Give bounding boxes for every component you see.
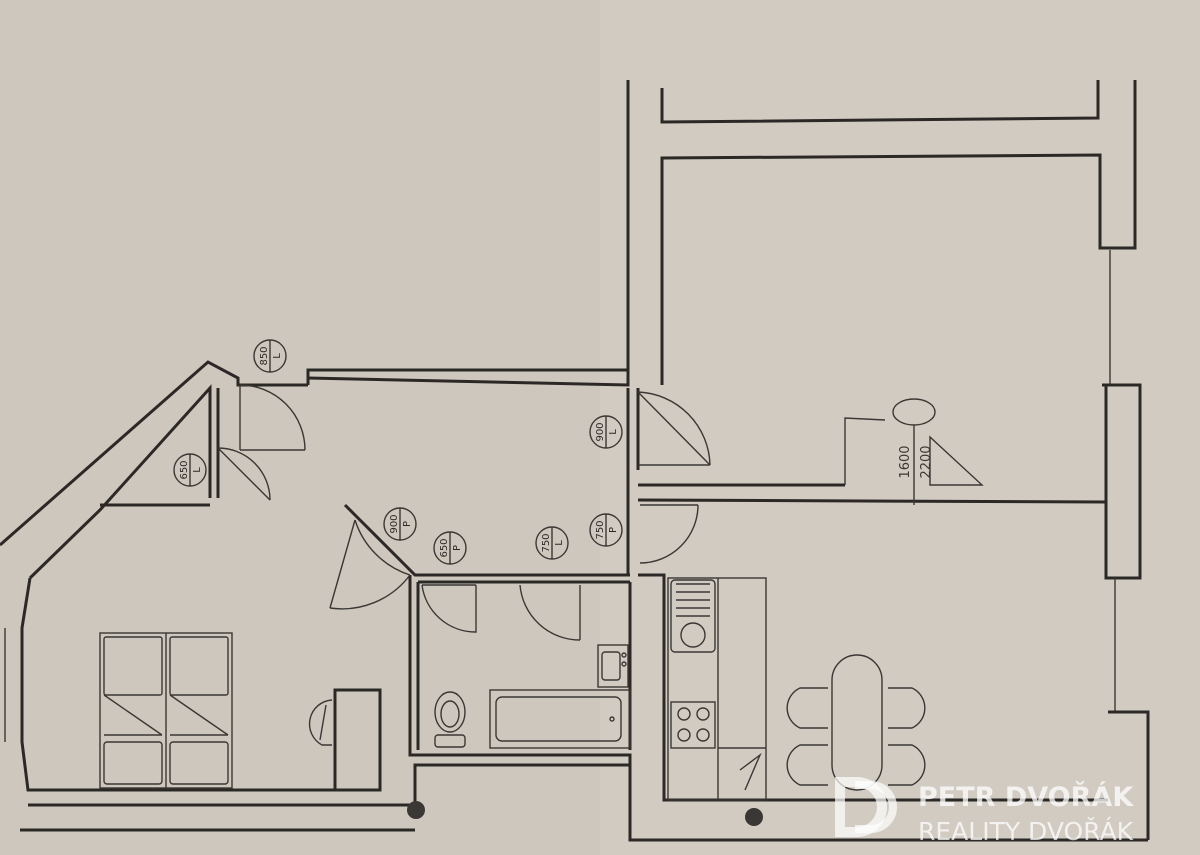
wall-hall-top <box>307 370 630 387</box>
wall-top-corridor-inner <box>660 80 1100 124</box>
door-label-650-l: 650 L <box>173 453 207 487</box>
desk-chair <box>308 699 333 746</box>
door-label-900-l: 900 L <box>589 415 623 449</box>
wall-diagonal-outer <box>0 360 308 547</box>
svg-text:2200: 2200 <box>919 445 934 478</box>
door-swing-850 <box>239 384 306 451</box>
door-swing-900-l <box>637 391 711 466</box>
wall-bedroom-top <box>660 80 1137 385</box>
watermark-name: PETR DVOŘÁK <box>918 781 1134 813</box>
svg-text:750: 750 <box>541 533 552 552</box>
svg-text:L: L <box>554 540 565 546</box>
double-bed <box>99 632 233 789</box>
door-label-900-p: 900 P <box>383 507 417 541</box>
walls <box>0 80 1150 842</box>
door-label-850: 850 L <box>253 339 287 373</box>
door-swing-750-l <box>519 584 581 641</box>
bathroom-sink <box>597 644 629 688</box>
wall-left-exterior <box>20 577 382 792</box>
svg-text:750: 750 <box>595 520 606 539</box>
bathtub <box>489 689 631 749</box>
svg-text:1600: 1600 <box>898 445 913 478</box>
kitchen-counter <box>667 577 767 801</box>
svg-text:900: 900 <box>595 422 606 441</box>
svg-text:L: L <box>272 353 283 359</box>
door-label-750-l: 750 L <box>535 526 569 560</box>
wall-diagonal-inner <box>28 384 212 580</box>
svg-text:900: 900 <box>389 514 400 533</box>
watermark-company: REALITY DVOŘÁK <box>918 817 1134 846</box>
radiator-right <box>745 808 763 826</box>
svg-text:L: L <box>608 429 619 435</box>
door-label-750-p: 750 P <box>589 513 623 547</box>
door-swing-650-p <box>421 584 477 633</box>
door-dimension: 1600 2200 <box>898 425 934 505</box>
door-bedroom-inner <box>844 417 984 486</box>
svg-text:650: 650 <box>439 538 450 557</box>
door-swing-750-p <box>639 504 699 564</box>
svg-text:L: L <box>192 467 203 473</box>
wall-top-corridor-outer <box>306 80 630 385</box>
door-swing-650 <box>217 447 271 501</box>
svg-text:P: P <box>402 521 413 527</box>
wall-living-top <box>637 498 1107 504</box>
svg-text:P: P <box>452 545 463 551</box>
doors <box>217 384 984 641</box>
wall-right-pier-1 <box>1102 383 1142 580</box>
toilet <box>434 691 466 748</box>
svg-text:P: P <box>608 527 619 533</box>
wall-right-pier-2 <box>1108 710 1150 840</box>
dining-table <box>786 654 926 791</box>
wall-bottom-exterior <box>28 763 1148 842</box>
wall-diagonal-bath <box>343 503 630 577</box>
door-label-650-p: 650 P <box>433 531 467 565</box>
dd-logo-icon <box>835 777 897 837</box>
furniture <box>99 398 936 826</box>
watermark: PETR DVOŘÁK REALITY DVOŘÁK <box>835 777 1134 846</box>
svg-text:850: 850 <box>259 346 270 365</box>
svg-text:650: 650 <box>179 460 190 479</box>
paper-shade <box>600 0 1200 855</box>
door-swing-900-p <box>329 519 411 610</box>
radiator-left <box>407 801 425 819</box>
